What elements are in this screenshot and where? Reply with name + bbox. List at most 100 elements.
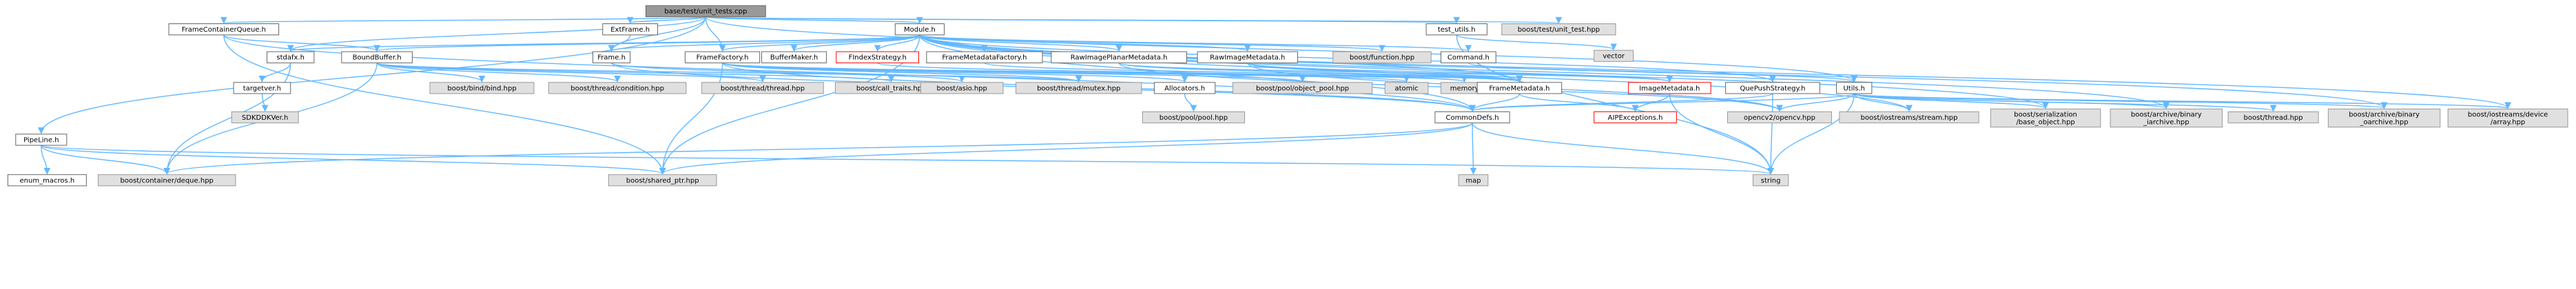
node-label: /array.hpp <box>2491 119 2525 127</box>
edge-FrameContainerQueue-to-BoundBuffer <box>223 34 380 52</box>
node-AIPExceptions[interactable]: AIPExceptions.h <box>1594 111 1677 124</box>
node-boost_serialization[interactable]: boost/serialization/base_object.hpp <box>1990 108 2101 128</box>
node-label: RawImagePlanarMetadata.h <box>1071 54 1168 62</box>
node-FrameContainerQueue[interactable]: FrameContainerQueue.h <box>168 23 280 36</box>
node-unit_tests[interactable]: base/test/unit_tests.cpp <box>645 5 766 17</box>
node-boost_binary_oarchive[interactable]: boost/archive/binary_oarchive.hpp <box>2327 108 2441 128</box>
node-box <box>894 23 945 36</box>
node-box <box>761 51 827 63</box>
node-box <box>267 51 315 63</box>
node-boost_thread_thread[interactable]: boost/thread/thread.hpp <box>701 82 824 94</box>
node-boost_iostreams_array[interactable]: boost/iostreams/device/array.hpp <box>2447 108 2568 128</box>
node-boost_function[interactable]: boost/function.hpp <box>1332 51 1432 63</box>
node-box <box>1836 82 1873 94</box>
node-boost_mutex[interactable]: boost/thread/mutex.hpp <box>1016 82 1142 94</box>
node-label: /base_object.hpp <box>2016 119 2074 127</box>
node-FrameFactory[interactable]: FrameFactory.h <box>684 51 761 63</box>
node-boost_thread_hpp[interactable]: boost/thread.hpp <box>2227 111 2319 124</box>
node-Allocators[interactable]: Allocators.h <box>1153 82 1216 94</box>
node-box <box>1142 111 1246 124</box>
node-boost_condition[interactable]: boost/thread/condition.hpp <box>548 82 687 94</box>
node-Utils[interactable]: Utils.h <box>1836 82 1873 94</box>
node-FIndexStrategy[interactable]: FIndexStrategy.h <box>836 51 920 63</box>
node-box <box>231 111 299 124</box>
node-label: boost/archive/binary <box>2349 111 2420 119</box>
node-targetver[interactable]: targetver.h <box>233 82 291 94</box>
node-PipeLine[interactable]: PipeLine.h <box>15 133 68 146</box>
node-FrameMetadataFactory[interactable]: FrameMetadataFactory.h <box>926 51 1043 63</box>
node-Module[interactable]: Module.h <box>894 23 945 36</box>
node-label: string <box>1761 177 1781 184</box>
edge-Module-to-boost_iostreams_array <box>919 34 2511 109</box>
node-box <box>1727 111 1832 124</box>
node-BoundBuffer[interactable]: BoundBuffer.h <box>341 51 413 63</box>
edge-FrameMetadata-to-CommonDefs <box>1469 93 1521 112</box>
edge-Module-to-FIndexStrategy <box>874 34 920 52</box>
node-RawImagePlanarMetadata[interactable]: RawImagePlanarMetadata.h <box>1051 51 1187 63</box>
node-label: boost/asio.hpp <box>937 85 987 92</box>
node-box <box>1839 111 1979 124</box>
edge-unit_tests-to-ExtFrame <box>626 16 707 24</box>
node-box <box>920 82 1004 94</box>
node-boost_pool[interactable]: boost/pool/pool.hpp <box>1142 111 1246 124</box>
node-box <box>608 174 717 186</box>
node-CommonDefs[interactable]: CommonDefs.h <box>1434 111 1510 124</box>
edge-BoundBuffer-to-boost_bind <box>376 62 486 83</box>
node-test_utils[interactable]: test_utils.h <box>1425 23 1487 36</box>
node-boost_asio[interactable]: boost/asio.hpp <box>920 82 1004 94</box>
edge-Module-to-Frame <box>608 34 920 52</box>
node-opencv[interactable]: opencv2/opencv.hpp <box>1727 111 1832 124</box>
node-label: Module.h <box>904 26 936 34</box>
edges <box>38 16 2511 175</box>
node-Frame[interactable]: Frame.h <box>593 51 631 63</box>
node-map[interactable]: map <box>1458 174 1489 186</box>
node-label: boost/iostreams/stream.hpp <box>1861 114 1958 122</box>
node-boost_deque[interactable]: boost/container/deque.hpp <box>97 174 236 186</box>
node-label: ImageMetadata.h <box>1639 85 1700 92</box>
node-boost_unit_test[interactable]: boost/test/unit_test.hpp <box>1501 23 1616 36</box>
node-FrameMetadata[interactable]: FrameMetadata.h <box>1476 82 1563 94</box>
node-box <box>7 174 87 186</box>
node-QuePushStrategy[interactable]: QuePushStrategy.h <box>1725 82 1820 94</box>
node-box <box>1458 174 1489 186</box>
edge-Utils-to-boost_thread_hpp <box>1853 93 2277 112</box>
edge-CommonDefs-to-boost_shared_ptr <box>659 122 1473 175</box>
node-box <box>168 23 280 36</box>
node-label: boost/function.hpp <box>1350 54 1414 62</box>
edge-Module-to-boost_binary_iarchive <box>919 34 2170 109</box>
node-boost_bind[interactable]: boost/bind/bind.hpp <box>429 82 535 94</box>
node-label: FrameFactory.h <box>697 54 749 62</box>
node-Command[interactable]: Command.h <box>1440 51 1496 63</box>
edge-ImageMetadata-to-string <box>1669 94 1775 175</box>
node-label: Command.h <box>1447 54 1490 62</box>
node-boost_binary_iarchive[interactable]: boost/archive/binary_iarchive.hpp <box>2110 108 2223 128</box>
edge-targetver-to-SDKDDKVer <box>261 94 269 112</box>
edge-PipeLine-to-boost_shared_ptr <box>41 144 666 175</box>
node-label: boost/container/deque.hpp <box>121 177 214 184</box>
node-boost_object_pool[interactable]: boost/pool/object_pool.hpp <box>1232 82 1373 94</box>
edge-Utils-to-opencv <box>1776 93 1855 112</box>
node-label: PipeLine.h <box>23 137 59 144</box>
node-box <box>15 133 68 146</box>
node-ImageMetadata[interactable]: ImageMetadata.h <box>1628 82 1711 94</box>
node-label: CommonDefs.h <box>1445 114 1498 122</box>
node-label: enum_macros.h <box>20 177 75 184</box>
node-stdafx[interactable]: stdafx.h <box>267 51 315 63</box>
node-enum_macros[interactable]: enum_macros.h <box>7 174 87 186</box>
node-BufferMaker[interactable]: BufferMaker.h <box>761 51 827 63</box>
node-boost_iostreams_stream[interactable]: boost/iostreams/stream.hpp <box>1839 111 1979 124</box>
node-box <box>1051 51 1187 63</box>
node-boost_shared_ptr[interactable]: boost/shared_ptr.hpp <box>608 174 717 186</box>
edge-Utils-to-boost_iostreams_array <box>1853 93 2511 109</box>
node-vector[interactable]: vector <box>1594 50 1634 62</box>
node-SDKDDKVer[interactable]: SDKDDKVer.h <box>231 111 299 124</box>
node-string[interactable]: string <box>1753 174 1789 186</box>
edge-BoundBuffer-to-boost_thread_thread <box>376 62 766 83</box>
node-atomic[interactable]: atomic <box>1384 82 1429 94</box>
node-ExtFrame[interactable]: ExtFrame.h <box>602 23 659 36</box>
node-box <box>1476 82 1563 94</box>
node-label: boost/test/unit_test.hpp <box>1518 26 1600 34</box>
node-RawImageMetadata[interactable]: RawImageMetadata.h <box>1197 51 1298 63</box>
node-label: atomic <box>1394 85 1418 92</box>
edge-RawImageMetadata-to-FrameMetadata <box>1247 62 1523 83</box>
